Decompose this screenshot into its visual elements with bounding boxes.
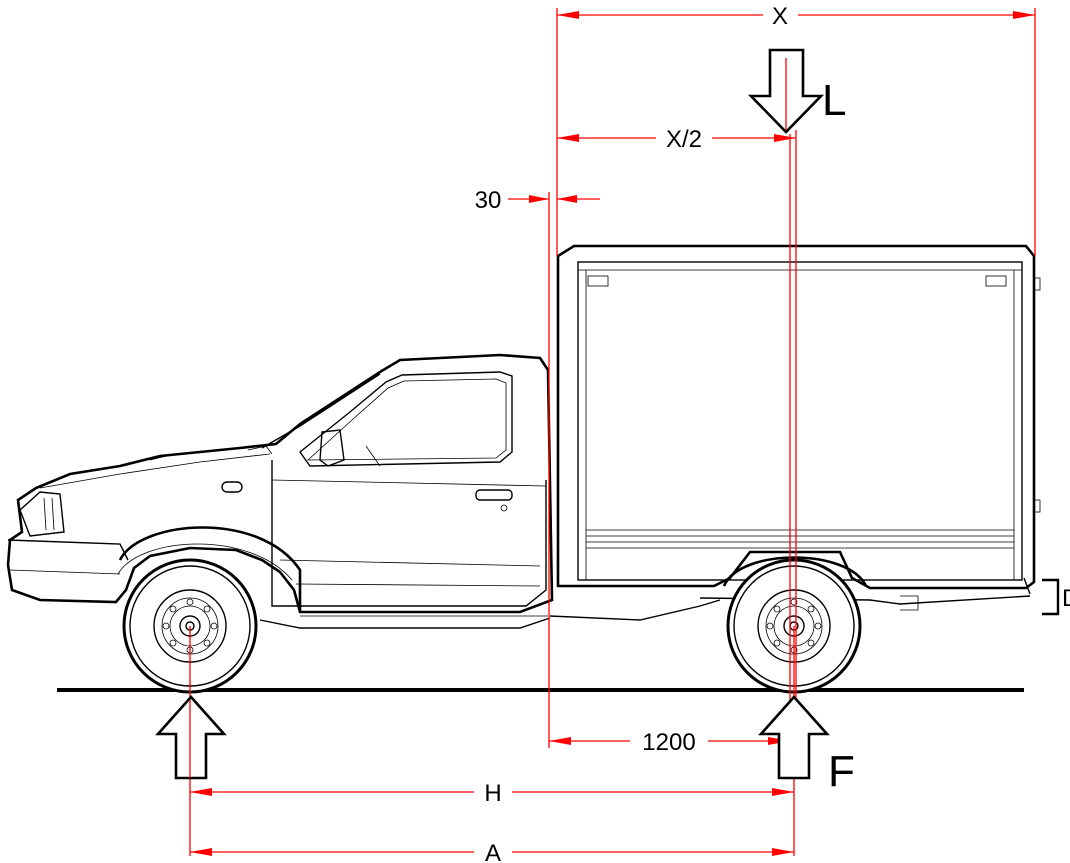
- pickup-cab: [6, 353, 554, 629]
- label-x: X: [772, 3, 788, 30]
- label-h: H: [484, 780, 501, 807]
- label-x-half: X/2: [666, 126, 702, 153]
- label-1200: 1200: [642, 729, 695, 756]
- rear-reaction-arrow: [758, 695, 830, 780]
- dimension-lines: [189, 8, 1036, 856]
- label-force: F: [828, 747, 855, 796]
- d-bracket: [1042, 578, 1060, 616]
- label-a: A: [485, 840, 501, 863]
- label-d: D: [1062, 585, 1070, 612]
- label-load: L: [822, 76, 846, 125]
- label-30: 30: [475, 187, 502, 214]
- front-reaction-arrow: [155, 695, 227, 780]
